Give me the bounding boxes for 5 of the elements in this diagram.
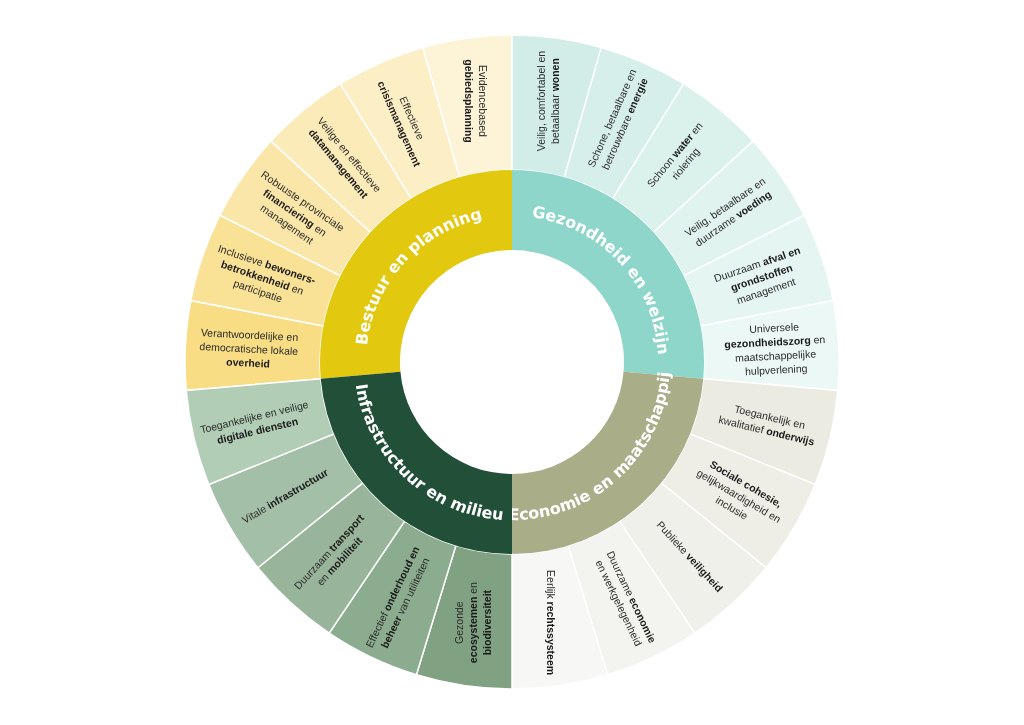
segment-label: Eerlijk rechtssysteem xyxy=(543,570,558,676)
segment-label: Verantwoordelijke en democratische lokale overheid xyxy=(198,325,300,372)
segment-label: Evidencebased gebiedsplanning xyxy=(461,58,490,145)
segment-label: Universele gezondheidszorg en maatschappelijke hulpverlening xyxy=(723,319,827,380)
ring-segment xyxy=(422,34,513,179)
